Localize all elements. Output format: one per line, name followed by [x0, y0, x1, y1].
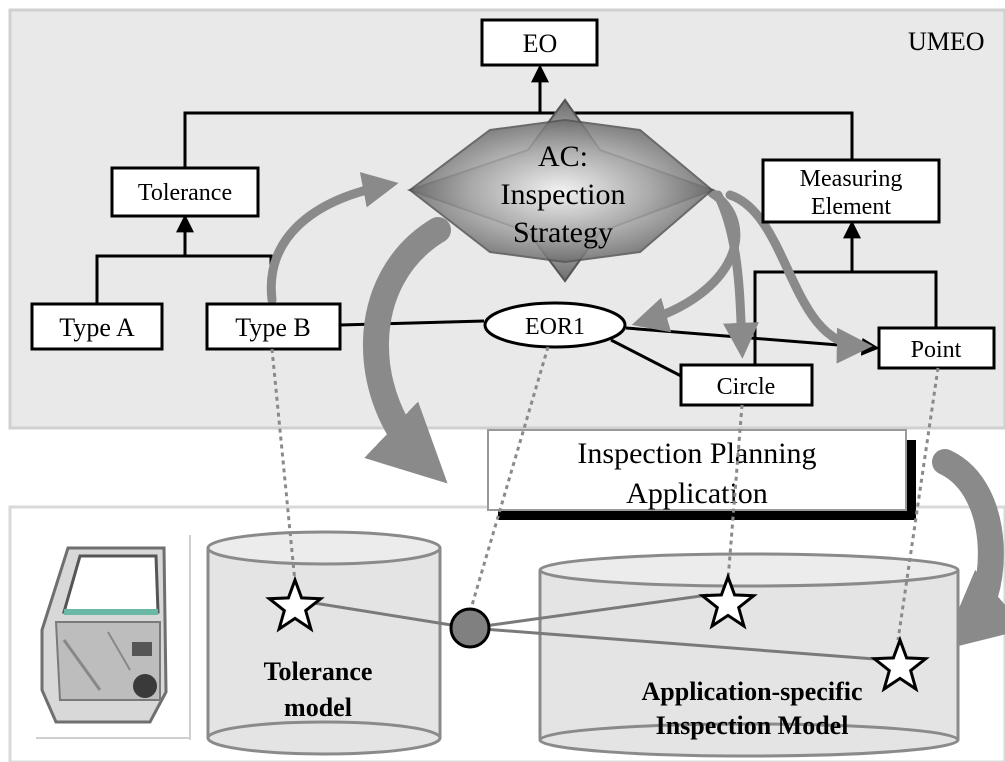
app-label-1: Inspection Planning: [577, 437, 816, 470]
circle-connector-icon: [449, 607, 491, 649]
hierarchy-lines: [95, 64, 938, 380]
node-type-a: Type A: [30, 302, 164, 351]
measuring-label-2: Element: [811, 194, 891, 220]
star-icon-tolerance: [265, 575, 325, 633]
app-label-2: Application: [626, 477, 768, 510]
ac-inspection-strategy: AC: Inspection Strategy: [406, 98, 715, 283]
tolerance-model-database: Tolerance model: [206, 530, 442, 756]
eo-label: EO: [523, 29, 558, 58]
car-door-image: [34, 532, 192, 742]
ac-label-1: AC:: [538, 140, 588, 173]
tolerance-label: Tolerance: [138, 180, 232, 206]
circle-label: Circle: [717, 374, 776, 400]
eor1-label: EOR1: [525, 314, 585, 340]
star-icon-circle: [698, 572, 758, 630]
instance-links: [307, 593, 889, 662]
inspection-planning-application: Inspection Planning Application: [487, 429, 916, 520]
star-icon-point: [870, 635, 930, 693]
measuring-label-1: Measuring: [800, 166, 903, 192]
node-eo: EO: [480, 18, 599, 67]
node-point: Point: [877, 326, 996, 370]
node-circle: Circle: [679, 363, 814, 407]
type-a-label: Type A: [59, 313, 135, 342]
strategy-arrows: [266, 172, 1005, 651]
tolerance-db-label-1: Tolerance: [264, 657, 373, 686]
node-eor1: EOR1: [483, 301, 627, 349]
mapping-dotted-lines: [270, 346, 940, 641]
ac-label-2: Inspection: [501, 178, 626, 211]
ac-label-3: Strategy: [513, 216, 613, 249]
node-tolerance: Tolerance: [110, 166, 260, 218]
type-b-label: Type B: [235, 313, 310, 342]
point-label: Point: [911, 337, 962, 363]
app-db-label-1: Application-specific: [642, 677, 863, 706]
node-measuring-element: Measuring Element: [761, 158, 941, 224]
umeo-label: UMEO: [908, 27, 985, 56]
node-type-b: Type B: [205, 302, 342, 351]
app-db-label-2: Inspection Model: [656, 711, 849, 740]
tolerance-db-label-2: model: [284, 693, 352, 722]
